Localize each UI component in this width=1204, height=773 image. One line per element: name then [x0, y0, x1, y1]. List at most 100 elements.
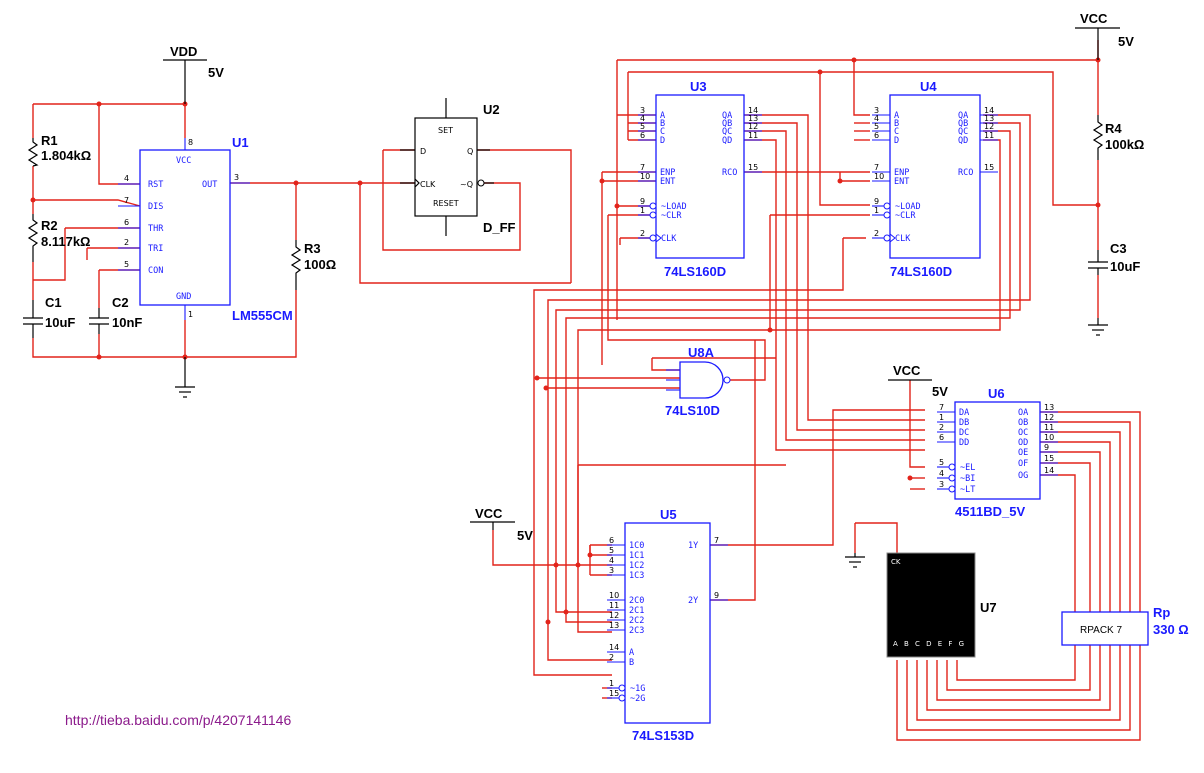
- pin-name: ~LOAD: [895, 202, 921, 212]
- pin-number: 12: [609, 611, 619, 620]
- pin-bubble: [649, 234, 657, 242]
- svg-text:GND: GND: [176, 292, 191, 302]
- svg-text:LM555CM: LM555CM: [232, 308, 293, 323]
- pin-number: 5: [640, 122, 645, 131]
- svg-text:1: 1: [188, 310, 193, 319]
- pin-number: 13: [748, 114, 758, 123]
- svg-text:74LS160D: 74LS160D: [664, 264, 726, 279]
- svg-text:RESET: RESET: [433, 199, 459, 208]
- svg-text:8: 8: [188, 138, 193, 147]
- vcc-u6-voltage: 5V: [932, 384, 948, 399]
- wires: [32, 40, 1141, 741]
- pin-name: CLK: [895, 234, 911, 244]
- u4-counter: U4 74LS160D 3A4B5C6D7ENP10ENT9~LOAD1~CLR…: [872, 79, 998, 279]
- pin-name: OG: [1018, 471, 1028, 481]
- svg-text:2: 2: [124, 238, 129, 247]
- pin-number: 9: [640, 197, 645, 206]
- vdd-supply: VDD 5V: [163, 44, 224, 104]
- pin-bubble: [883, 211, 891, 219]
- pin-name: 2Y: [688, 596, 698, 606]
- pin-number: 10: [609, 591, 619, 600]
- svg-text:3: 3: [234, 173, 239, 182]
- u6-decoder: U6 4511BD_5V 7DA1DB2DC6DD5~EL4~BI3~LT13O…: [937, 386, 1058, 519]
- svg-text:10uF: 10uF: [1110, 259, 1140, 274]
- pin-number: 10: [874, 172, 884, 181]
- pin-name: ~2G: [630, 694, 645, 704]
- vcc-top-label: VCC: [1080, 11, 1108, 26]
- pin-number: 7: [939, 403, 944, 412]
- svg-text:U4: U4: [920, 79, 937, 94]
- pin-number: 11: [1044, 423, 1054, 432]
- capacitor-c1: C1 10uF: [23, 295, 75, 338]
- pin-name: 1C0: [629, 541, 644, 551]
- pin-number: 3: [640, 106, 645, 115]
- pin-number: 5: [609, 546, 614, 555]
- svg-text:74LS153D: 74LS153D: [632, 728, 694, 743]
- pin-name: B: [894, 119, 899, 129]
- pin-number: 1: [640, 206, 645, 215]
- pin-number: 12: [1044, 413, 1054, 422]
- pin-number: 11: [609, 601, 619, 610]
- pin-number: 6: [939, 433, 944, 442]
- pin-number: 14: [984, 106, 994, 115]
- pin-name: QC: [958, 127, 968, 137]
- vcc-u5-label: VCC: [475, 506, 503, 521]
- ground-u1: [175, 357, 195, 398]
- ground-u7: [845, 553, 865, 568]
- svg-text:VCC: VCC: [176, 156, 191, 166]
- pin-name: 1Y: [688, 541, 698, 551]
- pin-name: RCO: [958, 168, 973, 178]
- junctions: [30, 57, 1101, 625]
- pin-name: 2C1: [629, 606, 644, 616]
- svg-text:U2: U2: [483, 102, 500, 117]
- vcc-top-voltage: 5V: [1118, 34, 1134, 49]
- vcc-top-supply: VCC 5V: [1075, 11, 1134, 60]
- pin-number: 2: [640, 229, 645, 238]
- pin-name: B: [629, 658, 634, 668]
- svg-text:U6: U6: [988, 386, 1005, 401]
- svg-text:A B C D E F G: A B C D E F G: [893, 640, 966, 648]
- svg-text:TRI: TRI: [148, 244, 163, 254]
- pin-number: 2: [939, 423, 944, 432]
- pin-name: CLK: [661, 234, 677, 244]
- svg-text:10nF: 10nF: [112, 315, 142, 330]
- pin-number: 2: [874, 229, 879, 238]
- u5-multiplexer: U5 74LS153D 61C051C141C231C3102C0112C112…: [607, 507, 728, 743]
- svg-text:R2: R2: [41, 218, 58, 233]
- svg-text:DIS: DIS: [148, 202, 163, 212]
- pin-name: QD: [722, 136, 732, 146]
- u7-seven-segment-display: CK A B C D E F G U7: [886, 552, 997, 658]
- vcc-u5-supply: VCC 5V: [470, 506, 533, 543]
- svg-text:U8A: U8A: [688, 345, 715, 360]
- pin-name: 2C3: [629, 626, 644, 636]
- pin-number: 1: [609, 679, 614, 688]
- pin-number: 15: [984, 163, 994, 172]
- pin-name: C: [660, 127, 665, 137]
- pin-name: ENP: [660, 168, 675, 178]
- u8a-nand-gate: U8A 74LS10D: [665, 345, 731, 418]
- pin-name: D: [894, 136, 899, 146]
- svg-text:D: D: [420, 147, 426, 156]
- pin-name: QC: [722, 127, 732, 137]
- pin-number: 4: [609, 556, 614, 565]
- svg-text:6: 6: [124, 218, 129, 227]
- pin-number: 4: [939, 469, 944, 478]
- vcc-u5-voltage: 5V: [517, 528, 533, 543]
- pin-number: 6: [874, 131, 879, 140]
- pin-bubble: [649, 211, 657, 219]
- pin-bubble: [948, 485, 956, 493]
- svg-text:C3: C3: [1110, 241, 1127, 256]
- pin-name: 1C3: [629, 571, 644, 581]
- watermark-url: http://tieba.baidu.com/p/4207141146: [65, 712, 291, 728]
- pin-name: B: [660, 119, 665, 129]
- pin-number: 7: [640, 163, 645, 172]
- pin-number: 9: [1044, 443, 1049, 452]
- pin-name: RCO: [722, 168, 737, 178]
- svg-text:CON: CON: [148, 266, 163, 276]
- svg-text:CK: CK: [891, 558, 901, 566]
- pin-name: DC: [959, 428, 969, 438]
- svg-text:R4: R4: [1105, 121, 1122, 136]
- pin-name: QB: [722, 119, 732, 129]
- pin-name: QA: [722, 111, 732, 121]
- pin-number: 13: [1044, 403, 1054, 412]
